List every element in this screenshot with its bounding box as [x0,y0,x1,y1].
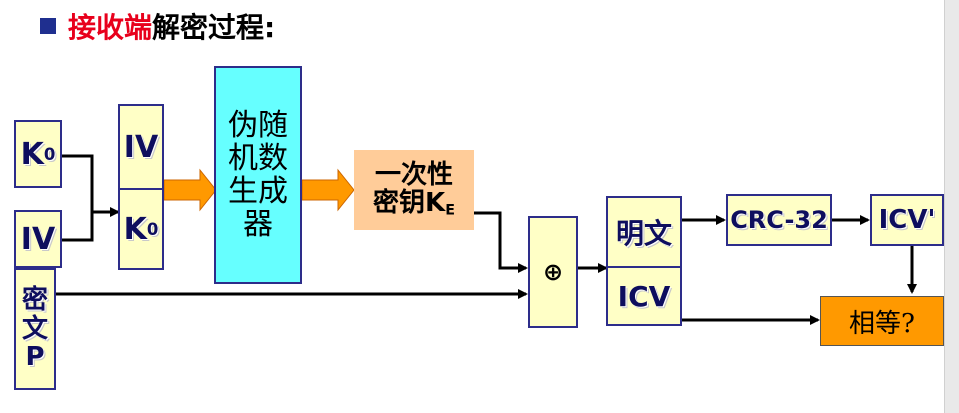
k0-left-label: K [20,136,44,172]
keystream-line-2: 密钥KE [373,189,455,219]
prng-line-1: 伪随 [228,108,288,143]
compare-box: 相等? [820,296,944,346]
k0-mid-subscript: 0 [146,219,159,239]
k0-left-subscript: 0 [43,144,56,164]
compare-label: 相等? [849,308,915,339]
keystream-label: 密钥K [373,188,446,219]
icv-prime-label: ICV' [878,205,936,235]
keystream-box: 一次性 密钥KE [354,150,474,230]
iv-mid-box: IV [118,104,164,190]
cipher-char-3: P [25,342,45,373]
orange-arrow-1 [163,168,217,212]
plaintext-label: 明文 [615,217,672,250]
icv-label: ICV [617,279,671,313]
orange-arrow-2 [301,168,355,212]
prng-box: 伪随 机数 生成 器 [214,66,302,284]
cipher-char-2: 文 [21,313,48,344]
ciphertext-box: 密 文 P [14,268,56,390]
prng-line-2: 机数 [228,141,288,176]
iv-left-box: IV [14,210,62,268]
icv-prime-box: ICV' [870,194,944,246]
xor-symbol: ⊕ [542,258,564,286]
scrollbar[interactable] [944,0,959,413]
bullet-square-icon [40,18,56,34]
iv-to-merge-line [62,212,94,242]
icv-box: ICV [606,266,682,326]
slide-title: 接收端 解密过程: [40,6,275,46]
keystream-to-xor-arrow [474,211,528,273]
keystream-subscript: E [445,202,455,219]
crc32-box: CRC-32 [726,194,832,246]
iv-mid-label: IV [123,129,159,165]
iv-left-label: IV [20,221,56,257]
keystream-line-1: 一次性 [374,159,453,190]
k0-to-merge-line [62,154,94,212]
title-text: 解密过程: [152,11,276,44]
prng-line-4: 器 [243,207,273,242]
title-highlight: 接收端 [68,11,153,44]
crc32-label: CRC-32 [730,206,828,234]
orange-arrows [163,168,355,212]
prng-line-3: 生成 [228,174,288,209]
plaintext-box: 明文 [606,196,682,268]
cipher-char-1: 密 [21,285,48,316]
k0-mid-label: K [123,211,147,247]
xor-box: ⊕ [528,216,578,328]
